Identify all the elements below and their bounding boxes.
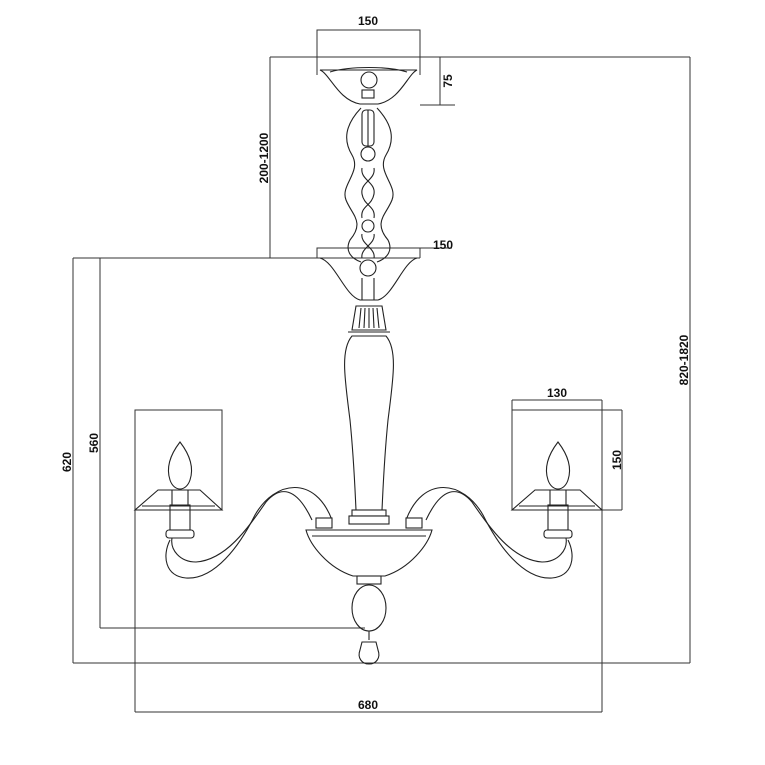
chandelier-body — [133, 67, 604, 665]
dimension-labels: 150 75 200-1200 150 820-1820 620 560 130… — [60, 14, 691, 712]
canopy-height-label: 75 — [441, 74, 455, 88]
body-height-620-label: 620 — [60, 452, 74, 472]
body-height-560-label: 560 — [87, 433, 101, 453]
chain — [359, 109, 377, 301]
chain-length-label: 200-1200 — [257, 132, 271, 183]
shade-width-label: 130 — [547, 386, 567, 400]
shade-height-label: 150 — [610, 450, 624, 470]
total-height-label: 820-1820 — [677, 334, 691, 385]
dimension-lines — [72, 29, 691, 713]
overall-width-label: 680 — [358, 698, 378, 712]
canopy-width-label: 150 — [358, 14, 378, 28]
collar-width-label: 150 — [433, 238, 453, 252]
